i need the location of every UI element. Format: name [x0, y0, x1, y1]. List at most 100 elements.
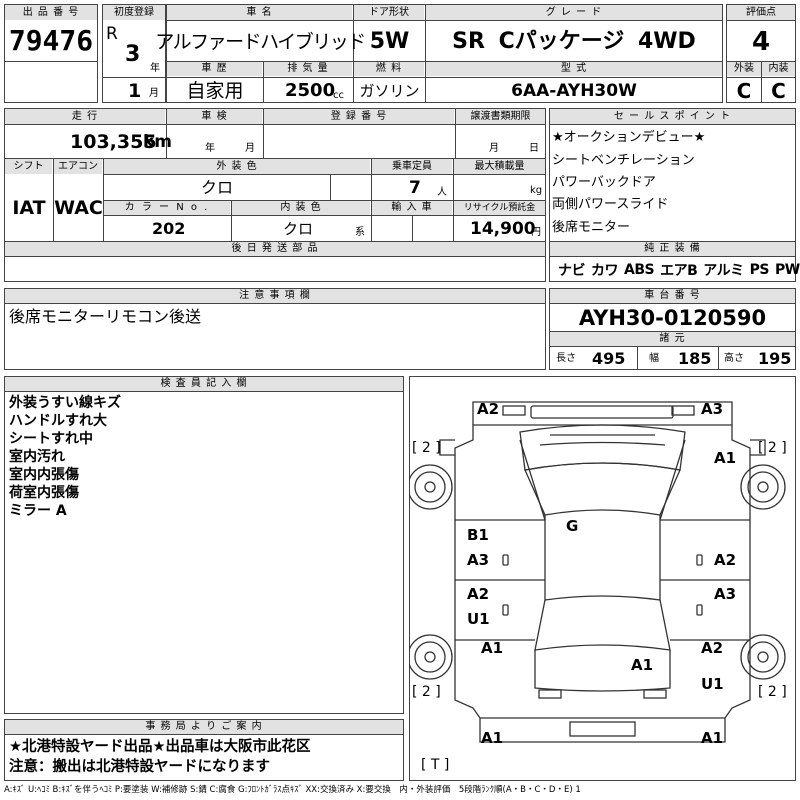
first-registration-box: [102, 4, 166, 103]
lot-number: 79476: [8, 24, 94, 57]
history-label: 車 歴: [167, 62, 262, 76]
overall-score: 4: [751, 27, 771, 57]
vehicle-history: 自家用: [186, 79, 244, 102]
grade: SR Cパッケージ 4WD: [452, 29, 696, 54]
rear-hatch: [534, 650, 671, 692]
first-registration-label: 初度登録: [103, 5, 165, 20]
sales-point: 両側パワースライド: [552, 197, 669, 212]
registration-year: 3: [125, 42, 141, 67]
damage-mark: A2: [477, 400, 500, 418]
equipment-item: ABS: [624, 262, 655, 278]
equipment-item: ナビ: [558, 263, 586, 279]
office-label: 事 務 局 よ り ご 案 内: [5, 720, 403, 734]
inspector-note: シートすれ中: [9, 431, 93, 447]
damage-mark: A3: [467, 551, 490, 569]
chassis-box: [549, 288, 796, 370]
vehicle-details-box: [4, 108, 546, 282]
inspector-note: 室内汚れ: [9, 449, 65, 465]
damage-mark: A1: [631, 656, 654, 674]
later-parts-label: 後 日 発 送 部 品: [5, 242, 545, 256]
equipment-item: アルミ: [703, 263, 744, 279]
chassis-number: AYH30-0120590: [578, 305, 767, 330]
equipment-list: ナビ カワ ABS エアB アルミ PS PW: [558, 259, 800, 281]
sales-points-label: セ ー ル ス ポ イ ン ト: [550, 109, 795, 124]
length: 495: [592, 349, 626, 368]
aircon-label: エアコン: [54, 159, 102, 174]
rear-light-right: [643, 689, 667, 699]
sales-point: シートベンチレーション: [552, 153, 695, 168]
equipment-item: PW: [774, 262, 800, 278]
tire-rear-right: [740, 634, 786, 680]
color-number-label: カ ラ ー N o .: [104, 201, 230, 215]
shift-type: IAT: [12, 196, 46, 219]
equipment-label: 純 正 装 備: [550, 242, 795, 256]
damage-mark: A2: [467, 585, 490, 603]
mileage: 103,355: [70, 130, 157, 153]
displacement-label: 排 気 量: [264, 62, 352, 76]
equipment-item: カワ: [591, 263, 619, 279]
damage-mark: A3: [701, 400, 724, 418]
width: 185: [678, 349, 712, 368]
damage-diagram-box: [409, 376, 796, 781]
damage-mark: A1: [481, 639, 504, 657]
recycle-label: リサイクル預託金: [454, 201, 545, 215]
max-load-label: 最大積載量: [454, 159, 545, 174]
mirror-right: [750, 439, 766, 456]
color-number: 202: [152, 219, 186, 238]
office-notice: 注意：搬出は北港特設ヤードになります: [9, 759, 270, 775]
rear-bumper: [479, 718, 726, 743]
headlight-right: [671, 405, 695, 416]
import-label: 輸 入 車: [372, 201, 452, 215]
fuel-label: 燃 料: [354, 62, 424, 76]
sales-points-box: [549, 108, 796, 282]
roof: [544, 515, 661, 601]
inspector-label: 検 査 員 記 入 欄: [5, 377, 403, 391]
sales-point: 後席モニター: [552, 220, 631, 235]
height: 195: [758, 349, 792, 368]
inspector-note: 荷室内張傷: [9, 485, 79, 501]
damage-mark: A2: [714, 551, 737, 569]
shift-label: シフト: [5, 159, 52, 174]
damage-mark: A1: [701, 729, 724, 747]
equipment-item: PS: [749, 262, 770, 278]
model-code: 6AA-AYH30W: [511, 80, 637, 101]
door-type: 5W: [369, 29, 410, 54]
transfer-deadline-label: 譲渡書類期限: [456, 109, 545, 124]
office-box: [4, 719, 404, 781]
mirror-left: [439, 439, 455, 456]
spare-tire-label: [ T ]: [421, 757, 450, 773]
equipment-item: エアB: [660, 263, 698, 279]
interior-color-label: 内 装 色: [232, 201, 370, 215]
legend: A:ｷｽﾞ U:ﾍｺﾐ B:ｷｽﾞを伴うﾍｺﾐ P:要塗装 W:補修跡 S:錆 …: [4, 785, 581, 795]
car-diagram: [409, 401, 786, 743]
damage-mark: U1: [467, 610, 490, 628]
damage-mark: A1: [714, 449, 737, 467]
inspector-note: 外装うすい線キズ: [9, 395, 121, 411]
lot-number-label: 出 品 番 号: [5, 5, 97, 20]
tire-front-right: [740, 464, 786, 510]
notes-text: 後席モニターリモコン後送: [9, 307, 202, 326]
rear-window: [534, 599, 671, 651]
sales-point: パワーバックドア: [552, 175, 656, 190]
tire-front-left: [409, 464, 453, 510]
damage-mark: B1: [467, 526, 489, 544]
inspector-note: ミラー A: [9, 503, 67, 519]
dimensions-label: 諸 元: [550, 332, 795, 346]
interior-grade: C: [771, 79, 786, 103]
inspector-note: ハンドルすれ大: [9, 413, 107, 429]
model-label: 型 式: [426, 62, 722, 76]
license-plate-rear: [569, 721, 636, 737]
grade-label: グ レ ー ド: [426, 5, 722, 20]
exterior-grade-label: 外装: [727, 62, 761, 76]
seating-capacity: 7: [409, 177, 421, 198]
sales-point: ★オークションデビュー★: [552, 130, 706, 145]
headlight-left: [502, 405, 526, 416]
exterior-grade: C: [736, 79, 752, 103]
car-name: アルファードハイブリッド: [155, 30, 366, 53]
plate-label: 登 録 番 号: [264, 109, 454, 124]
registration-month: 1: [128, 80, 142, 102]
score-label: 評価点: [727, 5, 795, 20]
exterior-color: クロ: [200, 178, 233, 197]
door-label: ドア形状: [354, 5, 424, 20]
notes-label: 注 意 事 項 欄: [5, 289, 545, 303]
